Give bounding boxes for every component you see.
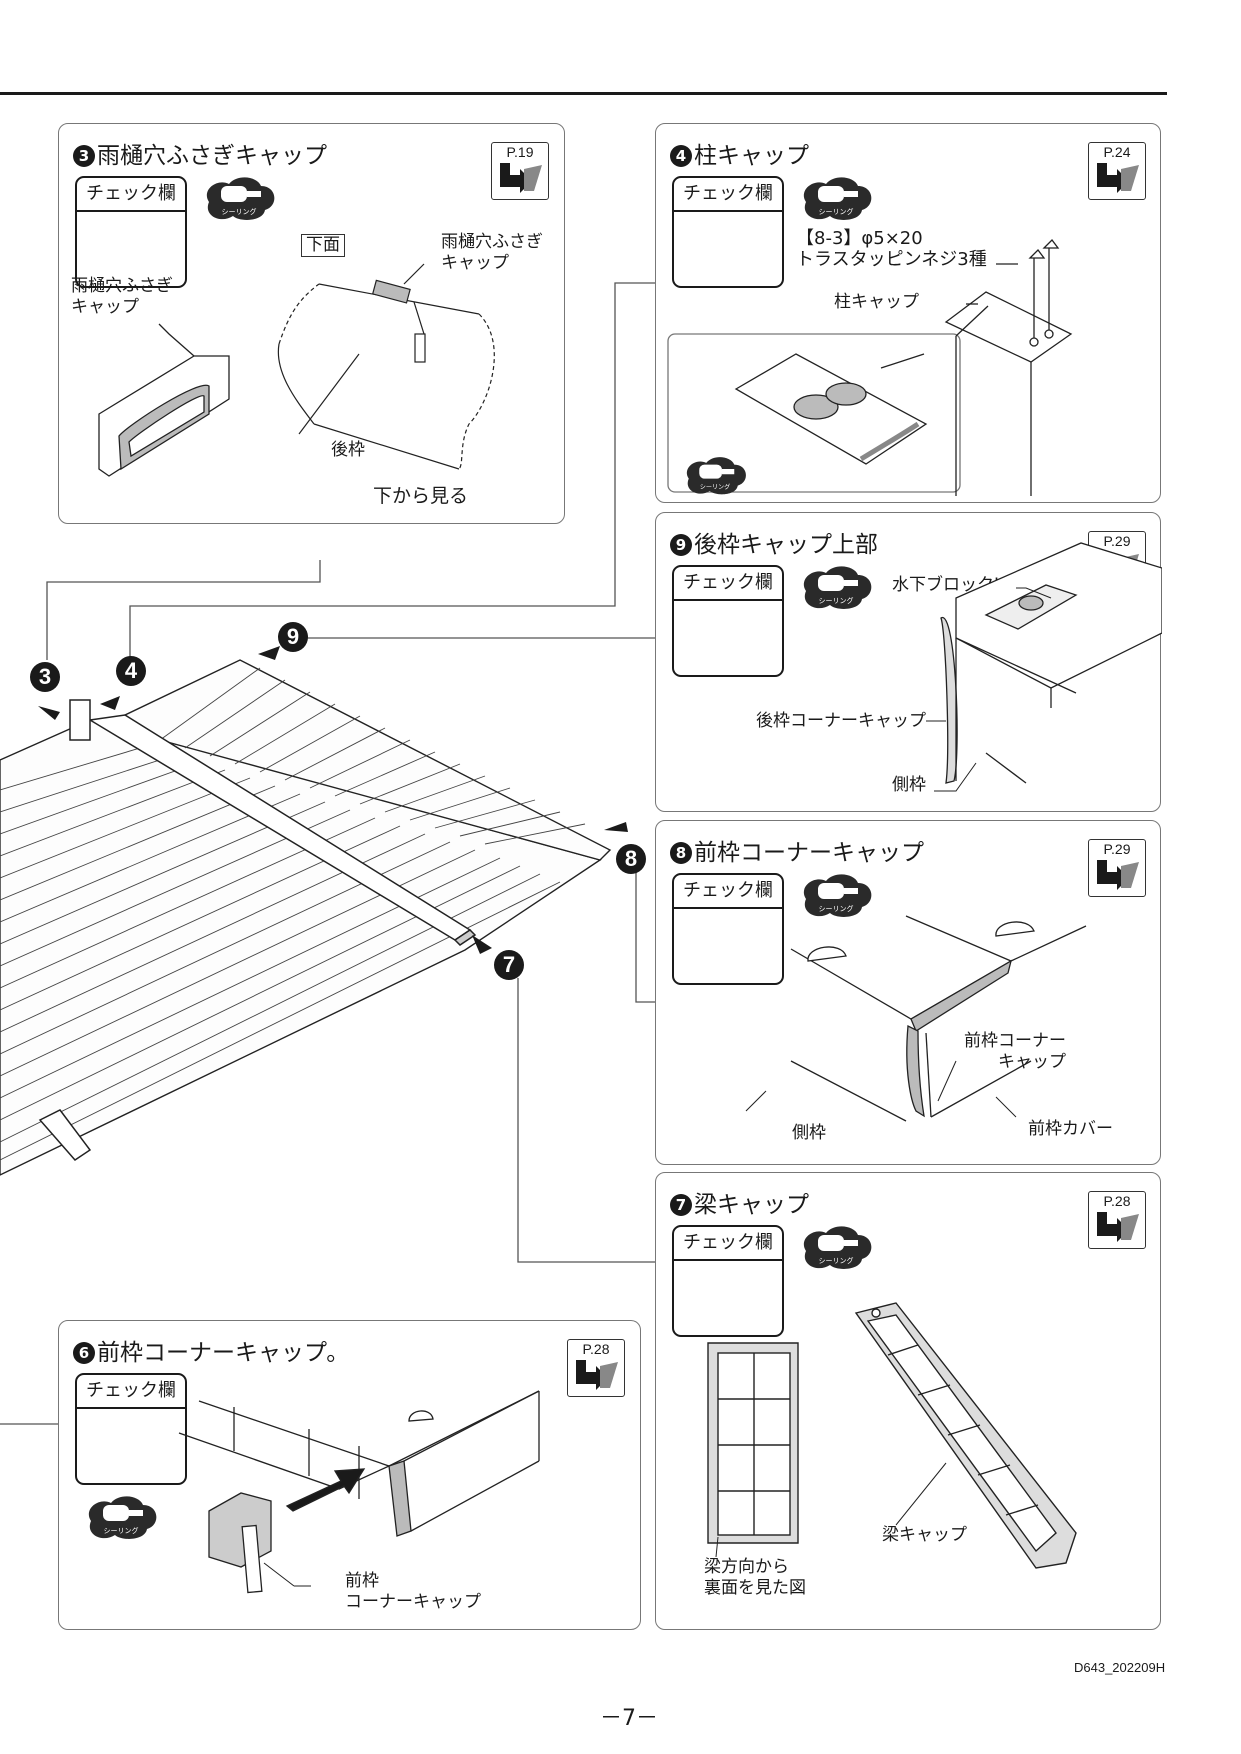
svg-text:シーリング: シーリング [104, 1526, 139, 1535]
label-front-corner-cap: 前枠 コーナーキャップ [345, 1571, 481, 1612]
header-rule [0, 92, 1167, 95]
check-box[interactable]: チェック欄 [672, 873, 784, 985]
label-beam-cap: 梁キャップ [882, 1525, 967, 1545]
check-box[interactable]: チェック欄 [672, 1225, 784, 1337]
label-bottom-face: 下面 [301, 234, 345, 257]
sealing-icon: シーリング [803, 177, 872, 220]
svg-text:シーリング: シーリング [700, 483, 731, 491]
svg-text:シーリング: シーリング [819, 1256, 854, 1265]
label-beam-direction-view: 梁方向から 裏面を見た図 [704, 1557, 806, 1598]
label-screw: 【8-3】φ5×20 トラスタッピンネジ3種 [796, 228, 987, 270]
front-corner-illustration [745, 915, 1087, 1122]
marker-9: 9 [278, 622, 308, 652]
rear-cap-illustration [926, 542, 1162, 792]
sealing-icon: シーリング [206, 177, 275, 220]
sealing-icon: シーリング [803, 566, 872, 609]
page-ref-icon [576, 1360, 618, 1390]
marker-3: 3 [30, 662, 60, 692]
sealing-icon: シーリング [803, 1226, 872, 1269]
label-rear-corner-cap: 後枠コーナーキャップ [756, 711, 926, 731]
document-code: D643_202209H [1074, 1660, 1166, 1675]
svg-text:シーリング: シーリング [222, 207, 257, 216]
label-cap-right: 雨樋穴ふさぎ キャップ [441, 232, 543, 273]
page-ref-icon [1097, 163, 1139, 193]
sealing-icon: シーリング [803, 874, 872, 917]
check-box[interactable]: チェック欄 [672, 565, 784, 677]
front-corner-6-illustration [178, 1390, 540, 1594]
marker-8: 8 [616, 844, 646, 874]
label-rear-frame: 後枠 [331, 440, 365, 460]
sealing-icon: シーリング [686, 457, 746, 495]
label-cap-left: 雨樋穴ふさぎ キャップ [71, 276, 173, 317]
label-post-cap: 柱キャップ [834, 292, 919, 312]
gutter-cap-illustration [98, 263, 495, 477]
svg-text:シーリング: シーリング [819, 596, 854, 605]
check-box[interactable]: チェック欄 [672, 176, 784, 288]
page-reference: P.24 [1088, 142, 1146, 200]
marker-7: 7 [494, 950, 524, 980]
page-ref-icon [1097, 860, 1139, 890]
label-side-frame: 側枠 [892, 775, 926, 795]
svg-text:シーリング: シーリング [819, 207, 854, 216]
label-front-corner-cap: 前枠コーナー キャップ [964, 1031, 1066, 1072]
label-view-from-below: 下から見る [373, 485, 469, 507]
check-box[interactable]: チェック欄 [75, 176, 187, 288]
check-box[interactable]: チェック欄 [75, 1373, 187, 1485]
page-ref-icon [500, 163, 542, 193]
page-reference: P.29 [1088, 839, 1146, 897]
page-reference: P.19 [491, 142, 549, 200]
label-front-cover: 前枠カバー [1028, 1119, 1113, 1139]
sealing-icon: シーリング [88, 1496, 157, 1539]
svg-text:シーリング: シーリング [819, 904, 854, 913]
page-reference: P.28 [1088, 1191, 1146, 1249]
page-number: －7－ [600, 1706, 658, 1731]
page-reference: P.28 [567, 1339, 625, 1397]
page-ref-icon [1097, 1212, 1139, 1242]
marker-4: 4 [116, 656, 146, 686]
post-cap-illustration: シーリング [667, 239, 1073, 496]
beam-cap-illustration [707, 1302, 1077, 1569]
label-side-frame: 側枠 [792, 1123, 826, 1143]
